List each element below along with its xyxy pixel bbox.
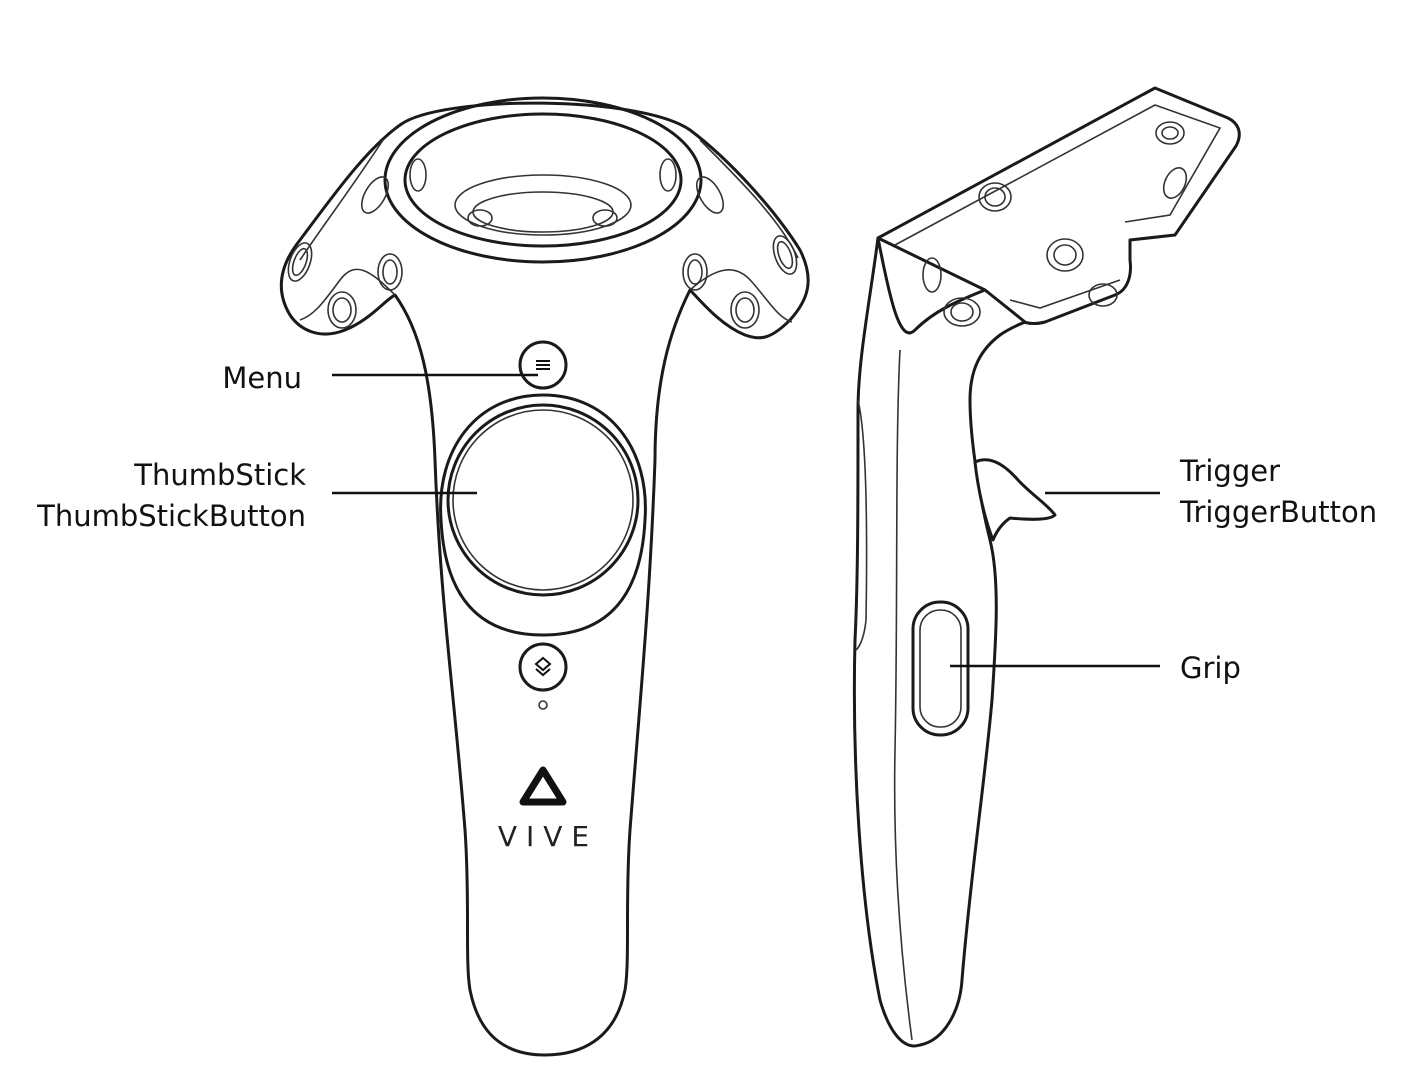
vive-triangle-logo-icon	[519, 766, 567, 806]
side-handle-ridge	[854, 399, 868, 651]
front-tracking-ring-inner	[403, 112, 683, 248]
thumbstick-button-label: ThumbStickButton	[36, 499, 306, 533]
side-sensor-dimples	[922, 121, 1188, 327]
front-body-outline	[279, 101, 810, 1057]
vive-wordmark: VIVE	[498, 820, 598, 853]
front-sensor-dimples	[287, 158, 798, 329]
system-logo-icon	[534, 656, 552, 677]
grip-button-inner	[919, 609, 962, 728]
thumbstick-label: ThumbStick	[133, 458, 306, 492]
controller-front-view: VIVE	[279, 96, 810, 1057]
side-head-bevel-top	[894, 104, 1222, 246]
trigger[interactable]	[973, 458, 1057, 542]
front-tracking-ring-outer	[383, 96, 703, 264]
side-handle-outline	[852, 236, 1027, 1048]
menu-lines-icon	[536, 360, 550, 370]
side-tracking-head	[876, 86, 1241, 326]
thumbstick-pad-edge	[452, 409, 634, 591]
front-wing-right-edge	[689, 269, 793, 323]
grip-label: Grip	[1180, 651, 1241, 685]
front-tracking-ring-hole	[454, 174, 632, 236]
side-handle-spine	[893, 349, 913, 1041]
front-wing-left-shoulder	[299, 139, 384, 261]
controller-side-view	[852, 86, 1241, 1048]
trackpad-well	[439, 393, 647, 637]
menu-button[interactable]	[518, 340, 568, 390]
thumbstick-pad[interactable]	[446, 403, 640, 597]
grip-button[interactable]	[911, 600, 970, 737]
status-light-icon	[538, 700, 548, 710]
trigger-label: Trigger	[1179, 454, 1280, 488]
side-head-bevel-bottom	[1009, 279, 1121, 309]
callout-lines	[332, 373, 1160, 668]
trigger-button-label: TriggerButton	[1179, 495, 1377, 529]
callout-labels: Menu ThumbStick ThumbStickButton Trigger…	[36, 361, 1377, 685]
menu-label: Menu	[222, 361, 302, 395]
front-wing-left-edge	[299, 268, 396, 321]
system-button[interactable]	[518, 642, 568, 692]
